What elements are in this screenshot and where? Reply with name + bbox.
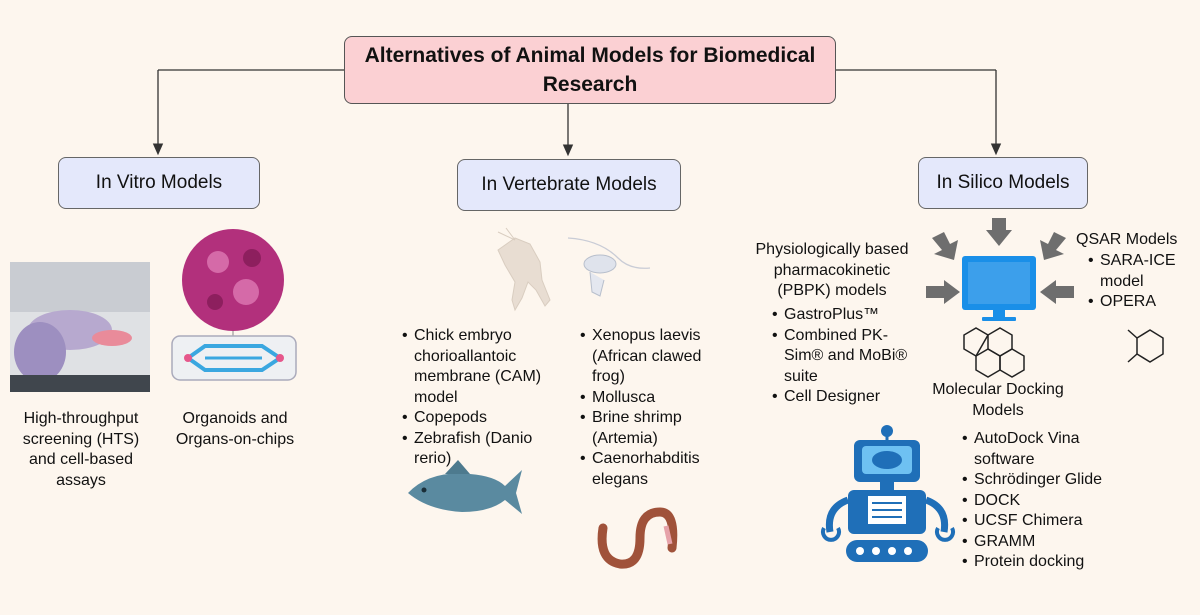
list-item: Zebrafish (Danio rerio)	[402, 429, 552, 470]
list-item: GRAMM	[962, 532, 1122, 553]
vertebrate-box: In Vertebrate Models	[457, 159, 681, 211]
worm-icon	[597, 507, 678, 569]
lab-hand-icon	[10, 262, 150, 392]
hts-label: High-throughput screening (HTS) and cell…	[22, 410, 140, 489]
list-item: Protein docking	[962, 552, 1122, 573]
list-item: Xenopus laevis (African clawed frog)	[580, 326, 736, 388]
list-item: Schrödinger Glide	[962, 470, 1122, 491]
monitor-icon	[962, 256, 1036, 321]
organoids-label: Organoids and Organs-on-chips	[175, 410, 295, 448]
list-item: UCSF Chimera	[962, 511, 1122, 532]
in-vitro-box: In Vitro Models	[58, 157, 260, 209]
list-item: SARA-ICE model	[1088, 251, 1196, 292]
pbpk-heading: Physiologically based pharmacokinetic (P…	[755, 241, 909, 299]
vertebrate-list-left: Chick embryo chorioallantoic membrane (C…	[402, 326, 552, 470]
list-item: Brine shrimp (Artemia)	[580, 408, 736, 449]
list-item: Copepods	[402, 408, 552, 429]
qsar-heading: QSAR Models	[1076, 231, 1178, 248]
molecule-icon	[963, 327, 1025, 378]
copepod-icon	[567, 237, 651, 297]
list-item: AutoDock Vina software	[962, 429, 1122, 470]
input-arrows	[926, 218, 1074, 304]
vertebrate-list-right: Xenopus laevis (African clawed frog) Mol…	[580, 326, 736, 490]
list-item: Cell Designer	[772, 387, 916, 408]
list-item: Combined PK-Sim® and MoBi® suite	[772, 326, 916, 388]
list-item: Chick embryo chorioallantoic membrane (C…	[402, 326, 552, 408]
pbpk-list: GastroPlus™ Combined PK-Sim® and MoBi® s…	[772, 305, 916, 408]
list-item: GastroPlus™	[772, 305, 916, 326]
shrimp-icon	[497, 227, 551, 312]
docking-list: AutoDock Vina software Schrödinger Glide…	[962, 429, 1122, 573]
qsar-list: SARA-ICE model OPERA	[1088, 251, 1196, 313]
docking-heading: Molecular Docking Models	[932, 381, 1064, 419]
list-item: DOCK	[962, 491, 1122, 512]
robot-icon	[821, 425, 955, 562]
organ-chip-icon	[171, 335, 297, 381]
organoid-icon	[182, 229, 284, 352]
list-item: Mollusca	[580, 388, 736, 409]
qsar-molecule-icon	[1127, 329, 1164, 363]
list-item: OPERA	[1088, 292, 1196, 313]
list-item: Caenorhabditis elegans	[580, 449, 736, 490]
main-title: Alternatives of Animal Models for Biomed…	[344, 36, 836, 104]
in-silico-box: In Silico Models	[918, 157, 1088, 209]
